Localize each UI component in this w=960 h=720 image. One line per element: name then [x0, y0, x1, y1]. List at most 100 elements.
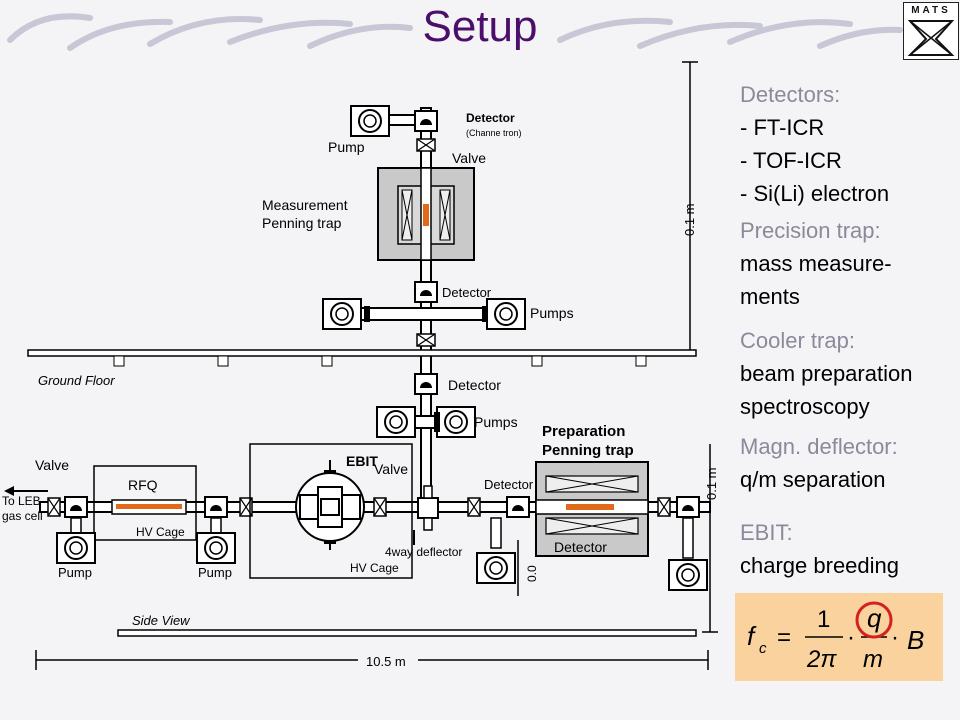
- detector-prep-label: Detector: [484, 477, 534, 492]
- formula-f: f: [747, 621, 757, 651]
- panel-heading: Cooler trap:: [740, 328, 855, 353]
- formula-den1: 2π: [806, 646, 837, 673]
- pump-icon: [56, 532, 96, 564]
- formula-num1: 1: [817, 606, 830, 633]
- detector-inside-label: Detector: [554, 539, 607, 555]
- panel-line: mass measure-: [740, 251, 892, 276]
- scale-vertical-upper: [682, 61, 698, 350]
- pump-icon: [486, 298, 526, 330]
- panel-line: - TOF-ICR: [740, 148, 842, 173]
- formula-svg: f c = 1 2π · q m · B: [747, 601, 924, 673]
- prep-trap-line2: Penning trap: [542, 442, 634, 459]
- highlight-circle: [855, 601, 893, 639]
- measurement-trap-line1: Measurement: [262, 197, 348, 213]
- pumps-mid-label: Pumps: [530, 305, 574, 321]
- pump-icon: [436, 406, 476, 438]
- detector-low-label: Detector: [448, 377, 501, 393]
- valve-icon: [373, 497, 387, 517]
- prep-trap-line1: Preparation: [542, 423, 625, 440]
- scale-vertical-lower: [702, 444, 718, 633]
- panel-line: ments: [740, 284, 800, 309]
- valve-icon: [416, 333, 436, 347]
- scale-small-label: 0.0: [525, 565, 539, 582]
- scale-horizontal-label: 10.5 m: [366, 654, 406, 669]
- measurement-penning-trap: [377, 167, 475, 261]
- pump-icon: [196, 532, 236, 564]
- formula-dot2: ·: [891, 624, 899, 651]
- measurement-trap-line2: Penning trap: [262, 215, 342, 231]
- side-view-label: Side View: [132, 613, 191, 628]
- pump-icon: [668, 559, 708, 591]
- pump-top-label: Pump: [328, 139, 365, 155]
- detector-icon: [414, 373, 438, 395]
- panel-heading: Precision trap:: [740, 218, 881, 243]
- deflector-label: 4way deflector: [385, 545, 462, 559]
- panel-line: spectroscopy: [740, 394, 870, 419]
- detector-mid-label: Detector: [442, 285, 492, 300]
- panel-heading: Detectors:: [740, 82, 841, 107]
- ground-floor: [27, 349, 697, 367]
- cyclotron-formula: f c = 1 2π · q m · B: [735, 593, 943, 681]
- valve-top-label: Valve: [452, 150, 486, 166]
- detector-icon: [414, 110, 438, 132]
- pump-icon: [322, 298, 362, 330]
- panel-precision-trap: Precision trap: mass measure- ments: [740, 214, 892, 313]
- valve-icon: [657, 497, 671, 517]
- to-leb-line1: To LEB: [2, 494, 41, 508]
- valve-icon: [47, 497, 61, 517]
- setup-schematic: Detector (Channe tron) Pump Valve Measur…: [2, 61, 719, 670]
- deflector-device: [417, 497, 439, 519]
- slide-title: Setup: [422, 2, 538, 51]
- formula-equals: =: [777, 624, 791, 651]
- panel-line: charge breeding: [740, 553, 900, 578]
- detector-icon: [64, 496, 88, 518]
- pump-right-label: Pump: [198, 565, 232, 580]
- title-decoration: [7, 13, 903, 51]
- formula-den2: m: [863, 646, 883, 673]
- ground-floor-label: Ground Floor: [38, 373, 115, 388]
- valve-icon: [467, 497, 481, 517]
- ebit-device: [295, 460, 365, 550]
- panel-magn-deflector: Magn. deflector: q/m separation: [740, 430, 898, 496]
- valve-ebit-label: Valve: [374, 461, 408, 477]
- to-leb-line2: gas cell: [2, 509, 43, 523]
- pump-left-label: Pump: [58, 565, 92, 580]
- formula-dot1: ·: [847, 624, 855, 651]
- hv-cage-rfq-label: HV Cage: [136, 525, 185, 539]
- side-view-floor: [117, 629, 697, 637]
- ebit-label: EBIT: [346, 453, 378, 469]
- formula-num2: q: [867, 603, 882, 633]
- pump-icon: [350, 105, 390, 137]
- scale-lower-label: 0.1 m: [704, 467, 719, 500]
- panel-cooler-trap: Cooler trap: beam preparation spectrosco…: [740, 324, 912, 423]
- pump-icon: [376, 406, 416, 438]
- panel-line: - Si(Li) electron: [740, 181, 890, 206]
- panel-ebit: EBIT: charge breeding: [740, 516, 899, 582]
- hv-cage-ebit: [249, 443, 413, 579]
- rfq-label: RFQ: [128, 477, 158, 493]
- panel-line: beam preparation: [740, 361, 913, 386]
- hv-cage-ebit-label: HV Cage: [350, 561, 399, 575]
- formula-b: B: [907, 625, 924, 655]
- mats-logo: MATS: [903, 2, 959, 60]
- pump-icon: [476, 552, 516, 584]
- detector-icon: [506, 496, 530, 518]
- panel-heading: Magn. deflector:: [740, 434, 898, 459]
- panel-line: q/m separation: [740, 467, 886, 492]
- channeltron-label: (Channe tron): [466, 128, 522, 138]
- panel-detectors: Detectors: - FT-ICR - TOF-ICR - Si(Li) e…: [740, 78, 889, 210]
- panel-heading: EBIT:: [740, 520, 793, 545]
- valve-icon: [416, 138, 436, 152]
- detector-icon: [414, 281, 438, 303]
- formula-sub: c: [759, 640, 767, 657]
- panel-line: - FT-ICR: [740, 115, 825, 140]
- preparation-penning-trap: [535, 461, 649, 557]
- pumps-low-label: Pumps: [474, 414, 518, 430]
- logo-text: MATS: [911, 5, 951, 16]
- detector-icon: [676, 496, 700, 518]
- logo-icon: [907, 20, 955, 56]
- detector-icon: [204, 496, 228, 518]
- scale-upper-label: 0.1 m: [682, 203, 697, 236]
- detector-top-label: Detector: [466, 111, 515, 125]
- valve-left-label: Valve: [35, 457, 69, 473]
